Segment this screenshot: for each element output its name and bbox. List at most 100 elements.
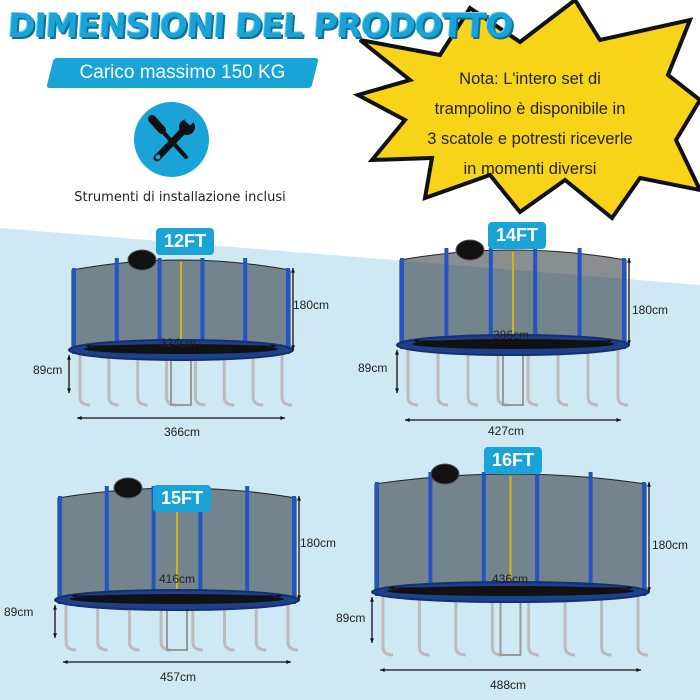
leg — [251, 350, 264, 407]
note-line: Nota: L'intero set di — [459, 70, 601, 88]
leg — [563, 592, 576, 657]
leg — [406, 345, 419, 407]
arrowhead — [291, 268, 295, 273]
size-badge-12ft: 12FT — [156, 228, 215, 255]
ladder — [166, 609, 188, 651]
mat-diameter-label: 416cm — [159, 572, 196, 586]
leg — [107, 350, 119, 407]
height-label: 180cm — [632, 303, 669, 317]
arrowhead — [395, 350, 399, 355]
leg — [586, 345, 599, 407]
trampoline-12ft — [67, 249, 295, 420]
arrowhead — [280, 416, 285, 420]
leg — [466, 345, 479, 407]
arrowhead — [63, 660, 68, 664]
leg-height-label: 89cm — [358, 361, 388, 375]
wrench-screwdriver-icon — [134, 102, 209, 177]
arrowhead — [291, 345, 295, 350]
basketball-hoop — [113, 477, 143, 499]
leg — [286, 600, 299, 652]
arrowhead — [53, 633, 57, 638]
arrowhead — [627, 586, 632, 590]
basketball-hoop — [430, 463, 460, 485]
leg-height-label: 89cm — [336, 611, 366, 625]
ladder — [499, 601, 522, 656]
arrowhead — [636, 668, 641, 672]
leg — [193, 350, 206, 407]
leg — [222, 350, 235, 407]
arrowhead — [627, 340, 631, 345]
arrowhead — [67, 388, 71, 393]
note-line: trampolino è disponibile in — [434, 100, 626, 118]
leg — [96, 600, 108, 652]
note-line: 3 scatole e potresti riceverle — [427, 130, 633, 148]
leg — [556, 345, 569, 407]
arrowhead — [647, 587, 651, 592]
leg — [191, 600, 203, 652]
arrowhead — [647, 482, 651, 487]
leg-height-label: 89cm — [4, 605, 34, 619]
arrowhead — [395, 388, 399, 393]
arrowhead — [72, 594, 77, 598]
frame-diameter-label: 366cm — [164, 425, 201, 439]
arrowhead — [297, 595, 301, 600]
leg — [527, 592, 539, 657]
leg — [454, 592, 466, 657]
size-badge-16ft: 16FT — [484, 447, 543, 474]
arrowhead — [405, 418, 410, 422]
arrowhead — [370, 638, 374, 643]
arrowhead — [286, 660, 291, 664]
size-badge-14ft: 14FT — [488, 222, 547, 249]
leg — [78, 350, 91, 407]
arrowhead — [616, 418, 621, 422]
arrowhead — [627, 258, 631, 263]
leg — [526, 345, 539, 407]
ladder — [170, 359, 192, 406]
trampoline-16ft — [370, 463, 651, 672]
basketball-hoop — [455, 239, 485, 261]
height-label: 180cm — [300, 536, 337, 550]
trampoline-15ft — [53, 477, 301, 664]
leg — [436, 345, 449, 407]
starburst — [352, 0, 700, 221]
arrowhead — [53, 605, 57, 610]
leg — [223, 600, 235, 652]
arrowhead — [414, 339, 419, 343]
size-badge-15ft: 15FT — [153, 485, 212, 512]
arrowhead — [370, 597, 374, 602]
height-label: 180cm — [293, 298, 330, 312]
note-line: in momenti diversi — [463, 160, 597, 178]
leg — [616, 345, 629, 407]
mat-diameter-label: 386cm — [493, 328, 530, 342]
leg — [636, 592, 649, 657]
tools-included-label: Strumenti di installazione inclusi — [74, 190, 286, 205]
mat-diameter-label: 324cm — [160, 336, 197, 350]
mat-diameter-label: 436cm — [492, 572, 529, 586]
height-label: 180cm — [652, 538, 689, 552]
arrowhead — [77, 416, 82, 420]
arrowhead — [297, 496, 301, 501]
arrowhead — [277, 594, 282, 598]
arrowhead — [389, 586, 394, 590]
arrowhead — [271, 344, 276, 348]
arrowhead — [67, 355, 71, 360]
frame-diameter-label: 457cm — [160, 670, 197, 684]
leg-height-label: 89cm — [33, 363, 63, 377]
leg — [417, 592, 430, 657]
basketball-hoop — [127, 249, 157, 271]
leg — [127, 600, 140, 652]
arrowhead — [380, 668, 385, 672]
leg — [254, 600, 267, 652]
leg — [280, 350, 293, 407]
leg — [600, 592, 612, 657]
leg — [136, 350, 148, 407]
delivery-note: Nota: L'intero set di trampolino è dispo… — [400, 64, 660, 184]
ladder — [502, 354, 524, 406]
leg — [64, 600, 77, 652]
arrowhead — [86, 344, 91, 348]
arrowhead — [607, 339, 612, 343]
trampoline-14ft — [395, 239, 631, 422]
frame-diameter-label: 427cm — [488, 424, 525, 438]
leg — [381, 592, 394, 657]
